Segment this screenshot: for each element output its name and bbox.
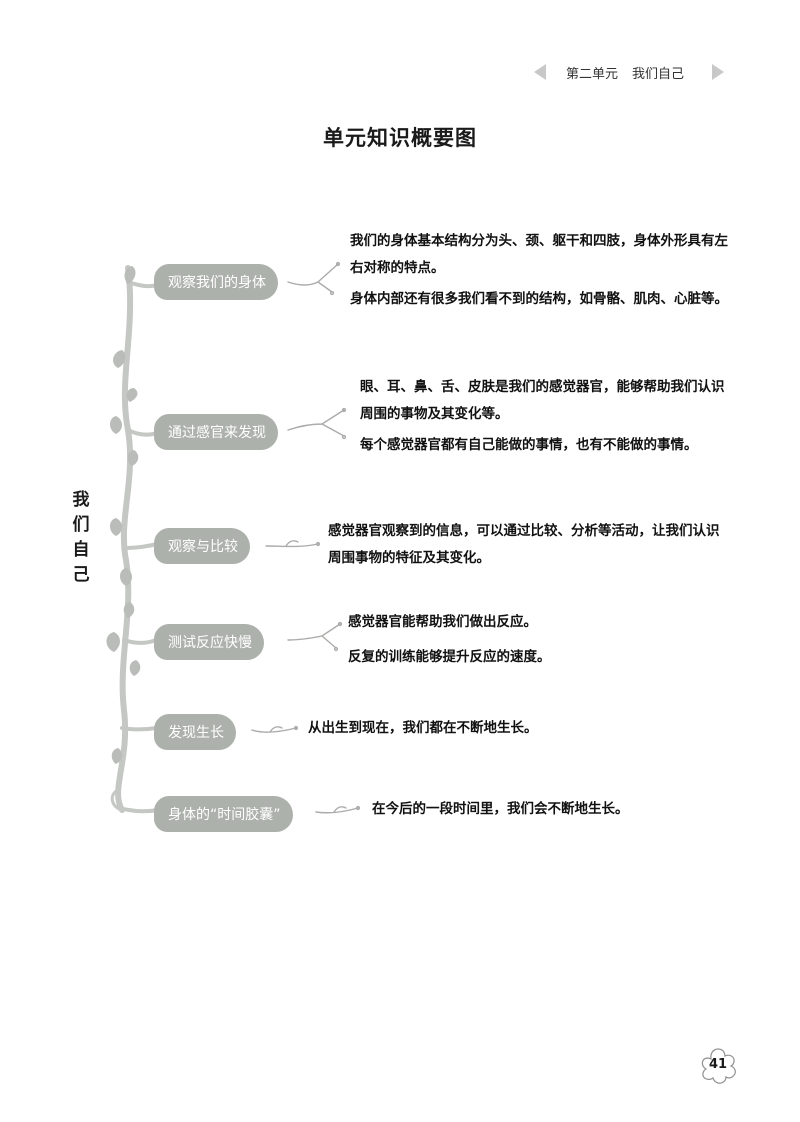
header-text: 第二单元我们自己 xyxy=(566,63,684,82)
connector-3 xyxy=(265,540,319,548)
header-unit: 第二单元 xyxy=(566,67,619,82)
vine-branch-6 xyxy=(118,806,160,814)
vine-branch-5 xyxy=(120,726,158,732)
connector-dot xyxy=(333,646,339,652)
node-senses: 通过感官来发现 xyxy=(154,414,278,450)
vine-tendril xyxy=(110,788,124,812)
root-char: 我 xyxy=(72,490,90,510)
flower-badge-icon xyxy=(701,1048,736,1084)
detail-text: 感觉器官观察到的信息，可以通过比较、分析等活动，让我们认识周围事物的特征及其变化… xyxy=(328,523,720,566)
connector-dot xyxy=(293,725,299,731)
node-observe-compare: 观察与比较 xyxy=(154,528,250,564)
connector-5 xyxy=(251,726,297,733)
leaf xyxy=(110,518,122,536)
page-number: 41 xyxy=(708,1057,728,1072)
root-char: 们 xyxy=(72,515,90,535)
leaf xyxy=(123,602,135,618)
connector-6 xyxy=(315,806,359,814)
left-triangle-decoration xyxy=(534,64,546,80)
detail-text: 我们的身体基本结构分为头、颈、躯干和四肢，身体外形具有左右对称的特点。 xyxy=(350,233,728,276)
root-char: 自 xyxy=(72,540,90,560)
connector-dot xyxy=(337,621,343,627)
detail-text: 身体内部还有很多我们看不到的结构，如骨骼、肌肉、心脏等。 xyxy=(350,291,728,307)
node-time-capsule: 身体的“时间胶囊” xyxy=(154,796,293,832)
main-vine-stem xyxy=(115,265,134,813)
connector-dot xyxy=(341,407,347,413)
node-reaction-speed: 测试反应快慢 xyxy=(154,624,264,660)
page-number-badge: 41 xyxy=(698,1046,738,1086)
connector-dot xyxy=(341,434,347,440)
connector-2 xyxy=(287,409,345,437)
leaf xyxy=(120,568,132,586)
leaf xyxy=(106,632,120,652)
leaf xyxy=(127,450,139,466)
detail-text: 眼、耳、鼻、舌、皮肤是我们的感觉器官，能够帮助我们认识周围的事物及其变化等。 xyxy=(360,379,725,422)
connector-dot xyxy=(355,805,361,811)
vine-branch-4 xyxy=(122,638,158,645)
leaf xyxy=(129,660,141,676)
header-title: 我们自己 xyxy=(632,67,685,82)
leaf xyxy=(126,388,138,402)
running-header: 第二单元我们自己 xyxy=(534,58,724,86)
leaf xyxy=(110,416,122,434)
connector-dot xyxy=(329,290,335,296)
connector-4 xyxy=(287,623,341,649)
detail-text: 从出生到现在，我们都在不断地生长。 xyxy=(308,720,538,736)
right-triangle-decoration xyxy=(712,64,724,80)
node-observe-body: 观察我们的身体 xyxy=(154,264,278,300)
node-growth: 发现生长 xyxy=(154,714,236,750)
detail-text: 反复的训练能够提升反应的速度。 xyxy=(348,649,551,665)
leaf xyxy=(111,748,123,764)
detail-text: 感觉器官能帮助我们做出反应。 xyxy=(348,614,537,630)
connector-1 xyxy=(287,263,339,293)
root-label: 我 们 自 己 xyxy=(70,488,92,588)
leaf xyxy=(113,350,126,368)
root-char: 己 xyxy=(72,565,90,585)
detail-text: 在今后的一段时间里，我们会不断地生长。 xyxy=(372,801,629,817)
detail-text: 每个感觉器官都有自己能做的事情，也有不能做的事情。 xyxy=(360,437,698,453)
connector-dot xyxy=(335,261,341,267)
page-title: 单元知识概要图 xyxy=(323,125,477,150)
leaf xyxy=(124,266,136,284)
connector-dot xyxy=(315,541,321,547)
